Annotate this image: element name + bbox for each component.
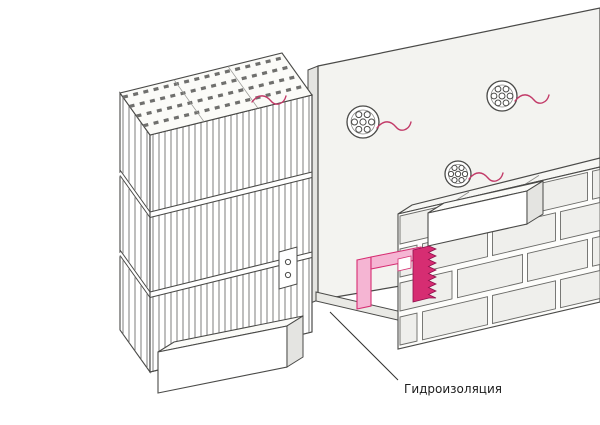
loose-block-left [157,315,304,394]
anchor-wire-icon [376,121,412,131]
insulation-anchor-1 [346,105,412,139]
wall-tie-plate [278,246,298,290]
bracket-comb [412,245,437,303]
bracket-back-plate [356,256,372,310]
loose-block-right [427,180,544,247]
anchor-wire-icon [514,94,550,104]
wire-tie-icon [251,95,287,105]
anchor-wire-icon [468,172,504,182]
bracket-slot [397,255,412,272]
support-bracket [356,245,437,310]
hollow-block-stack [118,52,313,374]
leader-line [329,311,399,381]
insulation-anchor-2 [486,80,550,112]
insulation-anchor-3 [444,160,504,188]
waterproofing-label: Гидроизоляция [404,382,502,396]
